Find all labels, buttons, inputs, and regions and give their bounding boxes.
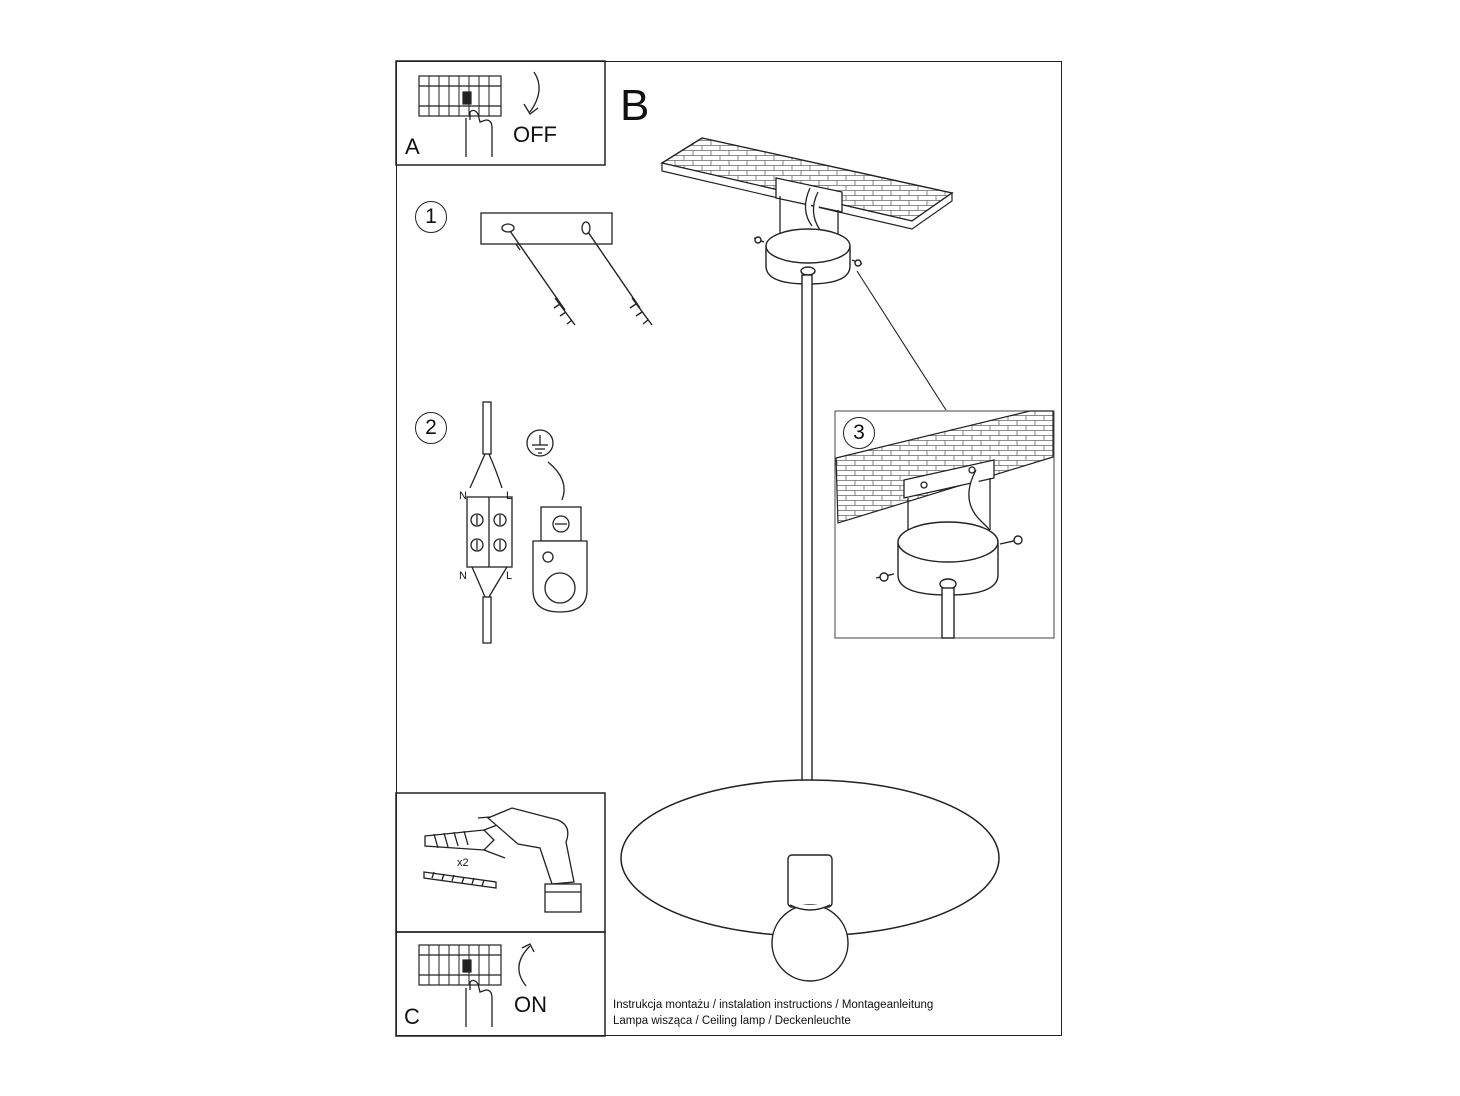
detail-leader-line — [856, 270, 947, 411]
mounting-bracket — [480, 212, 613, 245]
suspension-cable — [801, 274, 813, 788]
ceiling-bracket — [775, 177, 843, 248]
wire-top-l-label: L — [506, 490, 513, 502]
hand-icon — [465, 979, 493, 1027]
detail-canopy — [875, 521, 1023, 639]
instruction-sheet-frame — [396, 61, 1062, 1036]
panel-a-switch-label: OFF — [513, 122, 557, 147]
panel-b-letter: B — [620, 81, 650, 130]
step-1-number: 1 — [415, 201, 447, 233]
light-bulb-icon — [771, 854, 849, 982]
wire-bottom-l-label: L — [506, 570, 513, 582]
ceiling-canopy — [753, 228, 863, 285]
panel-c-letter: C — [404, 1004, 420, 1029]
screw-icon — [509, 230, 653, 326]
wire-bottom-n-label: N — [459, 570, 467, 582]
wire-top-n-label: N — [459, 490, 467, 502]
panel-a-box — [395, 60, 606, 166]
ground-terminal — [532, 506, 588, 613]
step-3-number: 3 — [843, 417, 875, 449]
circuit-breaker-icon — [418, 75, 502, 117]
screw-icon — [423, 871, 497, 889]
detail-ceiling — [835, 410, 1054, 524]
footer-title-line-2: Lampa wisząca / Ceiling lamp / Deckenleu… — [613, 1015, 851, 1027]
drill-icon — [477, 807, 582, 913]
detail-bracket — [903, 459, 995, 540]
step-2-number: 2 — [415, 412, 447, 444]
arrow-down-icon — [523, 71, 540, 115]
wall-plug-icon — [424, 821, 506, 859]
panel-c-switch-label: ON — [514, 992, 547, 1017]
circuit-breaker-icon — [418, 944, 502, 986]
hand-icon — [465, 109, 493, 157]
footer-title-line-1: Instrukcja montażu / instalation instruc… — [613, 999, 934, 1011]
panel-a-letter: A — [405, 134, 420, 159]
ground-icon — [526, 429, 565, 501]
arrow-up-icon — [518, 943, 535, 987]
panel-c-box — [395, 931, 606, 1037]
wire-connection — [466, 401, 513, 644]
ceiling-plate-edge — [661, 162, 953, 230]
tools-quantity: x2 — [457, 857, 469, 869]
